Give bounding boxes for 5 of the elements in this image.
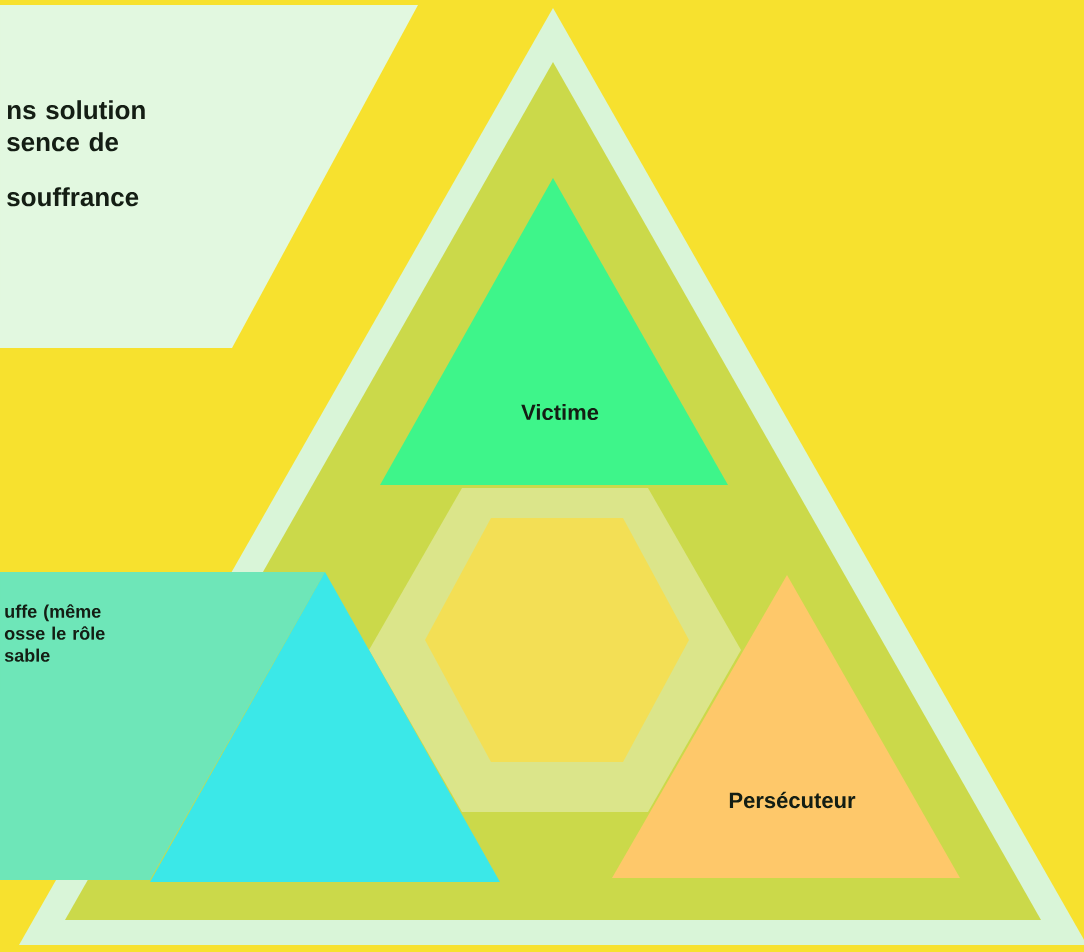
triangle [150, 572, 500, 882]
text-panel: ns solution sence de souffrance [0, 5, 418, 348]
text-panel: uffe (même osse le rôle sable [0, 572, 325, 880]
persecuteur-triangle: Persécuteur [612, 575, 960, 878]
victime-triangle: Victime [380, 178, 728, 485]
